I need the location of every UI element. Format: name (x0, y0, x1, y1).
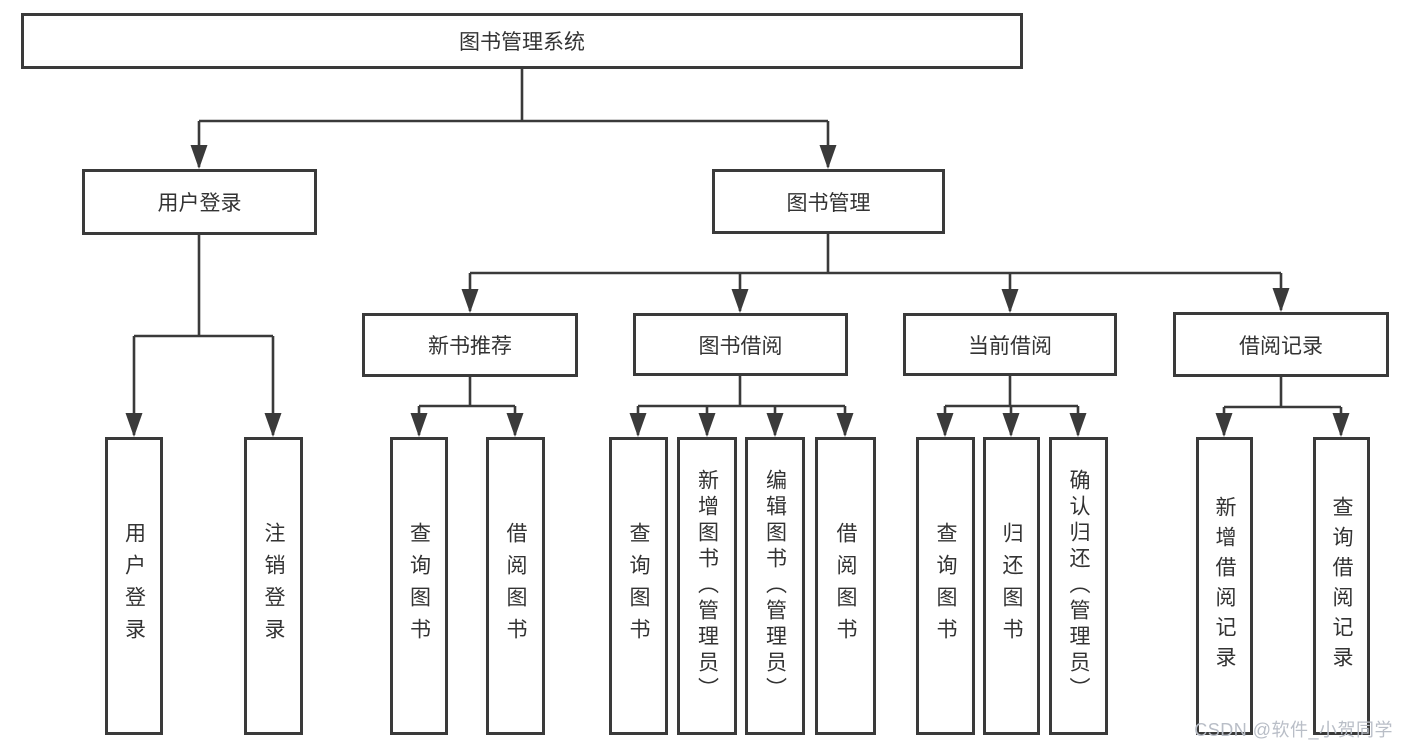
node-label: 查询借阅记录 (1330, 496, 1353, 676)
leaf-query-books: 查询图书 (609, 437, 668, 735)
node-user-login: 用户登录 (82, 169, 317, 235)
leaf-add-borrow-record: 新增借阅记录 (1196, 437, 1253, 735)
node-label: 确认归还（管理员） (1067, 469, 1090, 703)
node-label: 图书借阅 (698, 334, 783, 358)
leaf-query-books: 查询图书 (390, 437, 448, 735)
node-label: 新增借阅记录 (1213, 496, 1236, 676)
node-label: 查询图书 (407, 522, 431, 650)
leaf-logout: 注销登录 (244, 437, 303, 735)
leaf-query-borrow-record: 查询借阅记录 (1313, 437, 1370, 735)
node-label: 当前借阅 (968, 334, 1052, 358)
node-label: 归还图书 (1000, 522, 1023, 650)
node-label: 借阅图书 (504, 522, 527, 650)
node-label: 注销登录 (262, 522, 285, 650)
node-label: 图书管理 (786, 191, 871, 215)
leaf-query-books: 查询图书 (916, 437, 975, 735)
node-borrowing-records: 借阅记录 (1173, 312, 1389, 377)
node-label: 借阅图书 (834, 522, 857, 650)
node-book-borrowing: 图书借阅 (633, 313, 848, 376)
leaf-add-books-admin: 新增图书（管理员） (677, 437, 737, 735)
node-library-management-system: 图书管理系统 (21, 13, 1023, 69)
node-label: 新增图书（管理员） (695, 469, 719, 703)
leaf-return-books: 归还图书 (983, 437, 1040, 735)
node-label: 图书管理系统 (459, 31, 585, 54)
node-label: 用户登录 (122, 522, 146, 650)
node-label: 查询图书 (934, 522, 957, 650)
node-label: 查询图书 (627, 522, 650, 650)
node-label: 新书推荐 (428, 335, 512, 358)
leaf-edit-books-admin: 编辑图书（管理员） (745, 437, 805, 735)
node-label: 编辑图书（管理员） (763, 469, 787, 703)
node-label: 用户登录 (157, 192, 242, 215)
leaf-borrow-books: 借阅图书 (815, 437, 876, 735)
leaf-borrow-books: 借阅图书 (486, 437, 545, 735)
node-new-book-recommend: 新书推荐 (362, 313, 578, 377)
csdn-watermark: CSDN @软件_小贺同学 (1194, 720, 1393, 740)
node-book-management: 图书管理 (712, 169, 945, 234)
node-label: 借阅记录 (1239, 334, 1323, 358)
leaf-confirm-return-admin: 确认归还（管理员） (1049, 437, 1108, 735)
leaf-user-login: 用户登录 (105, 437, 163, 735)
node-current-borrowing: 当前借阅 (903, 313, 1117, 376)
